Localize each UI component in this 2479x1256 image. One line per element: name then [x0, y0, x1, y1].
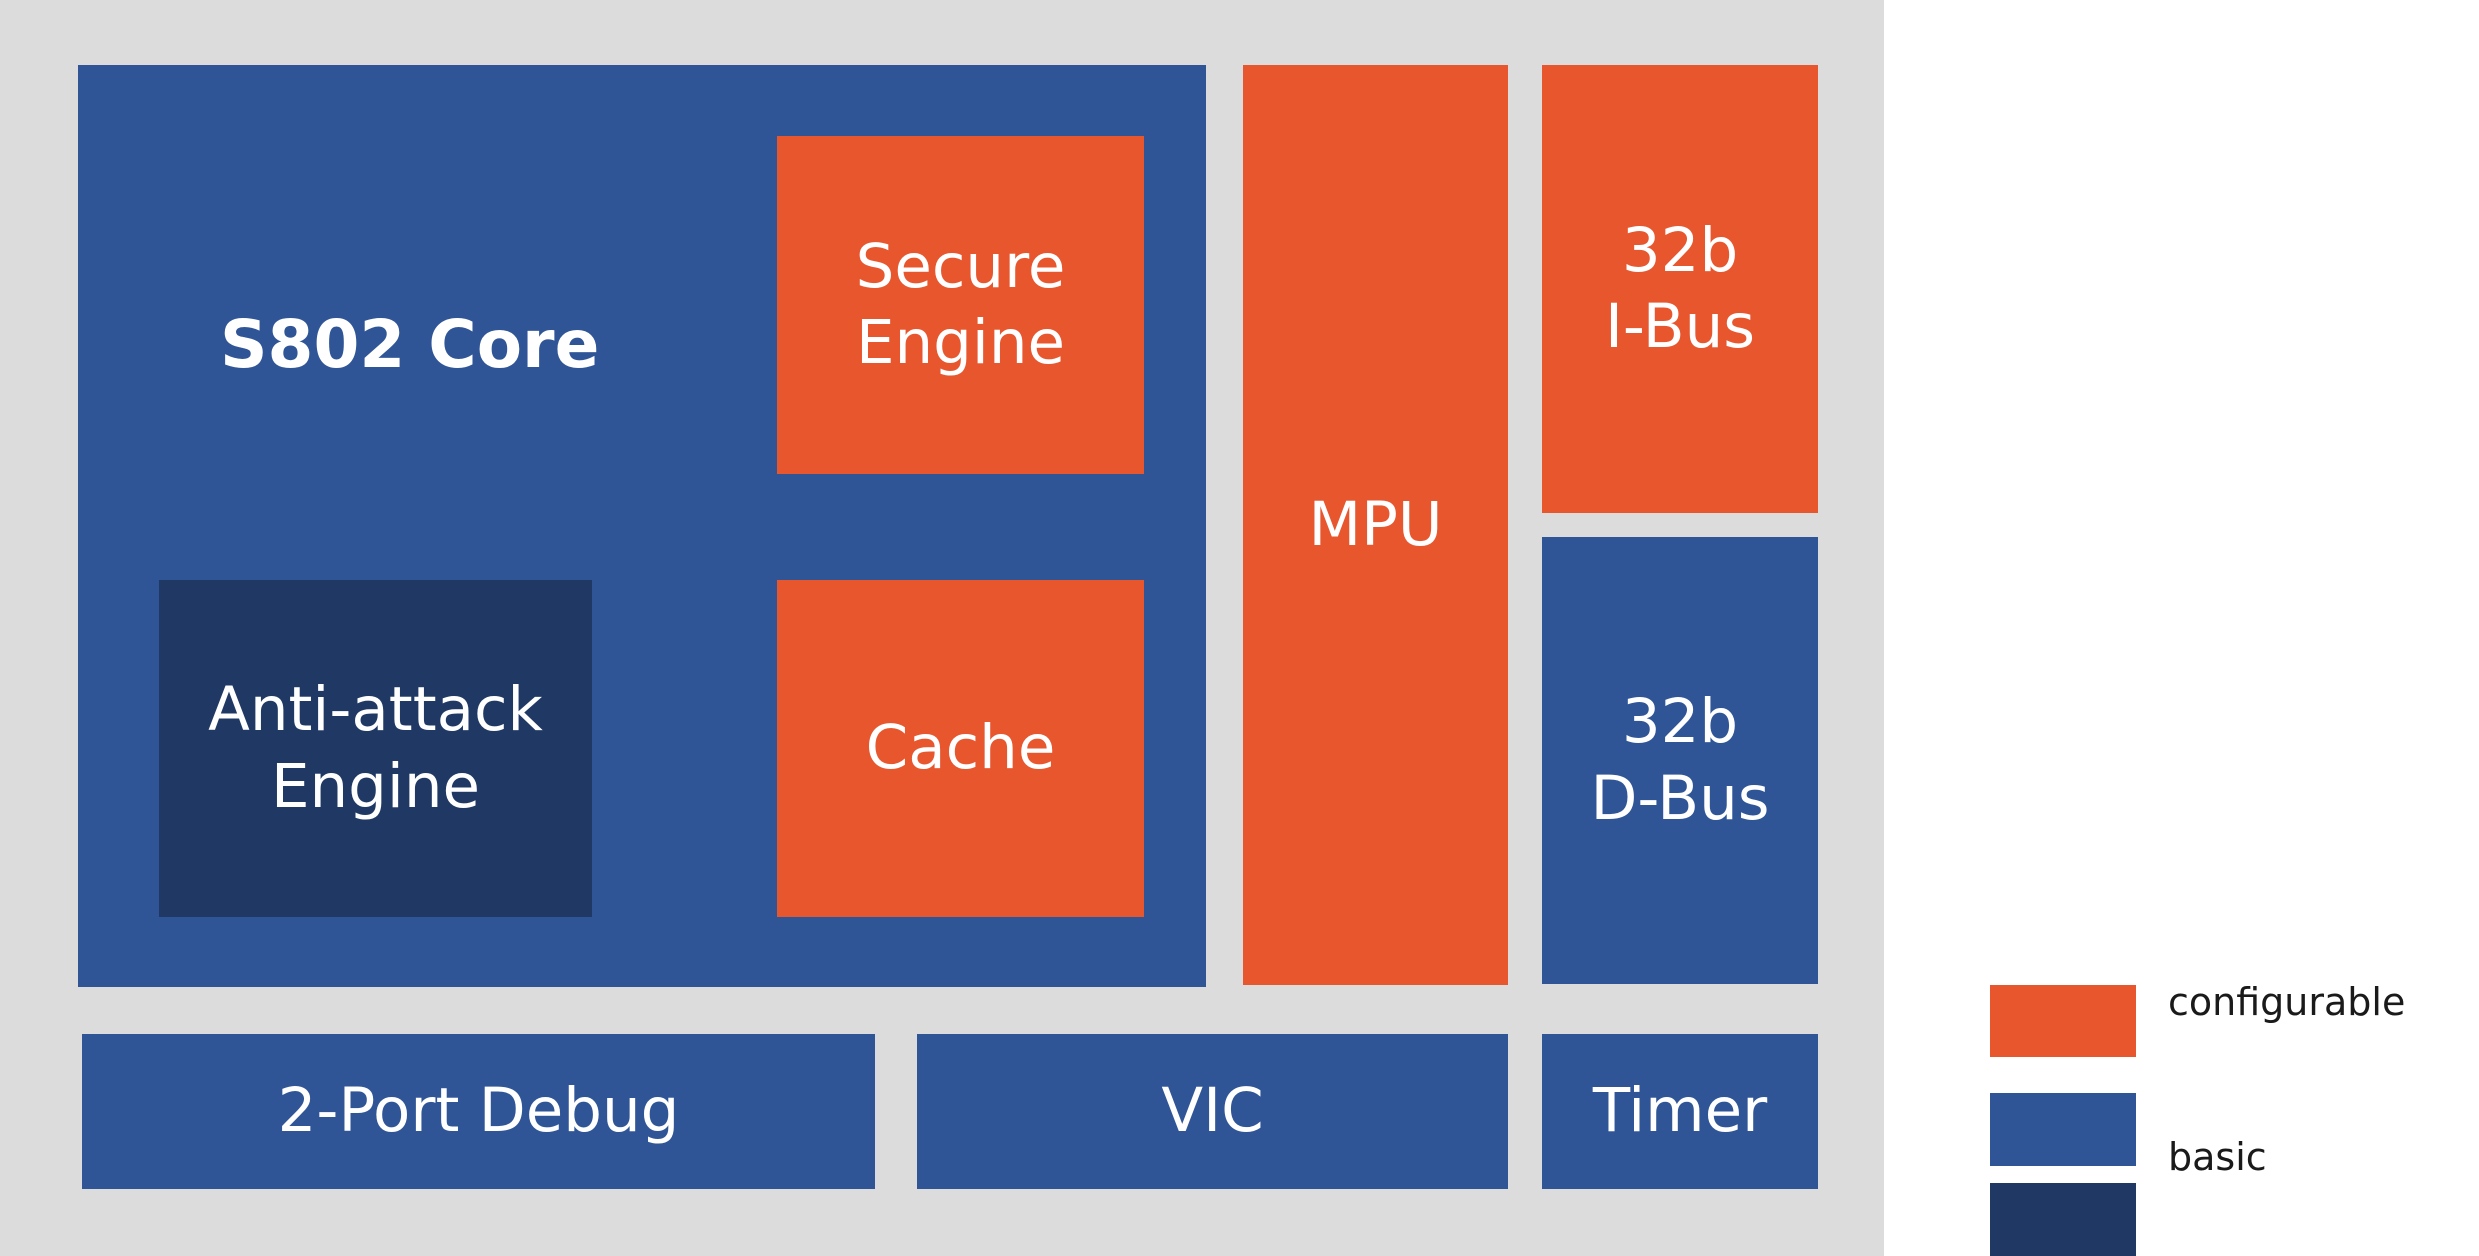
vic-block: VIC	[917, 1034, 1508, 1189]
cache-block: Cache	[777, 580, 1144, 917]
core-title: S802 Core	[220, 306, 600, 383]
legend-swatch-basic	[1990, 1093, 2136, 1166]
legend-label-basic: basic	[2168, 1135, 2267, 1179]
legend-swatch-dark	[1990, 1183, 2136, 1256]
mpu-block: MPU	[1243, 65, 1508, 985]
debug-block: 2-Port Debug	[82, 1034, 875, 1189]
timer-block: Timer	[1542, 1034, 1818, 1189]
secure-engine-block: Secure Engine	[777, 136, 1144, 474]
dbus-block: 32b D-Bus	[1542, 537, 1818, 984]
legend-swatch-configurable	[1990, 985, 2136, 1057]
anti-attack-engine-block: Anti-attack Engine	[159, 580, 592, 917]
legend-label-configurable: configurable	[2168, 980, 2406, 1024]
ibus-block: 32b I-Bus	[1542, 65, 1818, 513]
